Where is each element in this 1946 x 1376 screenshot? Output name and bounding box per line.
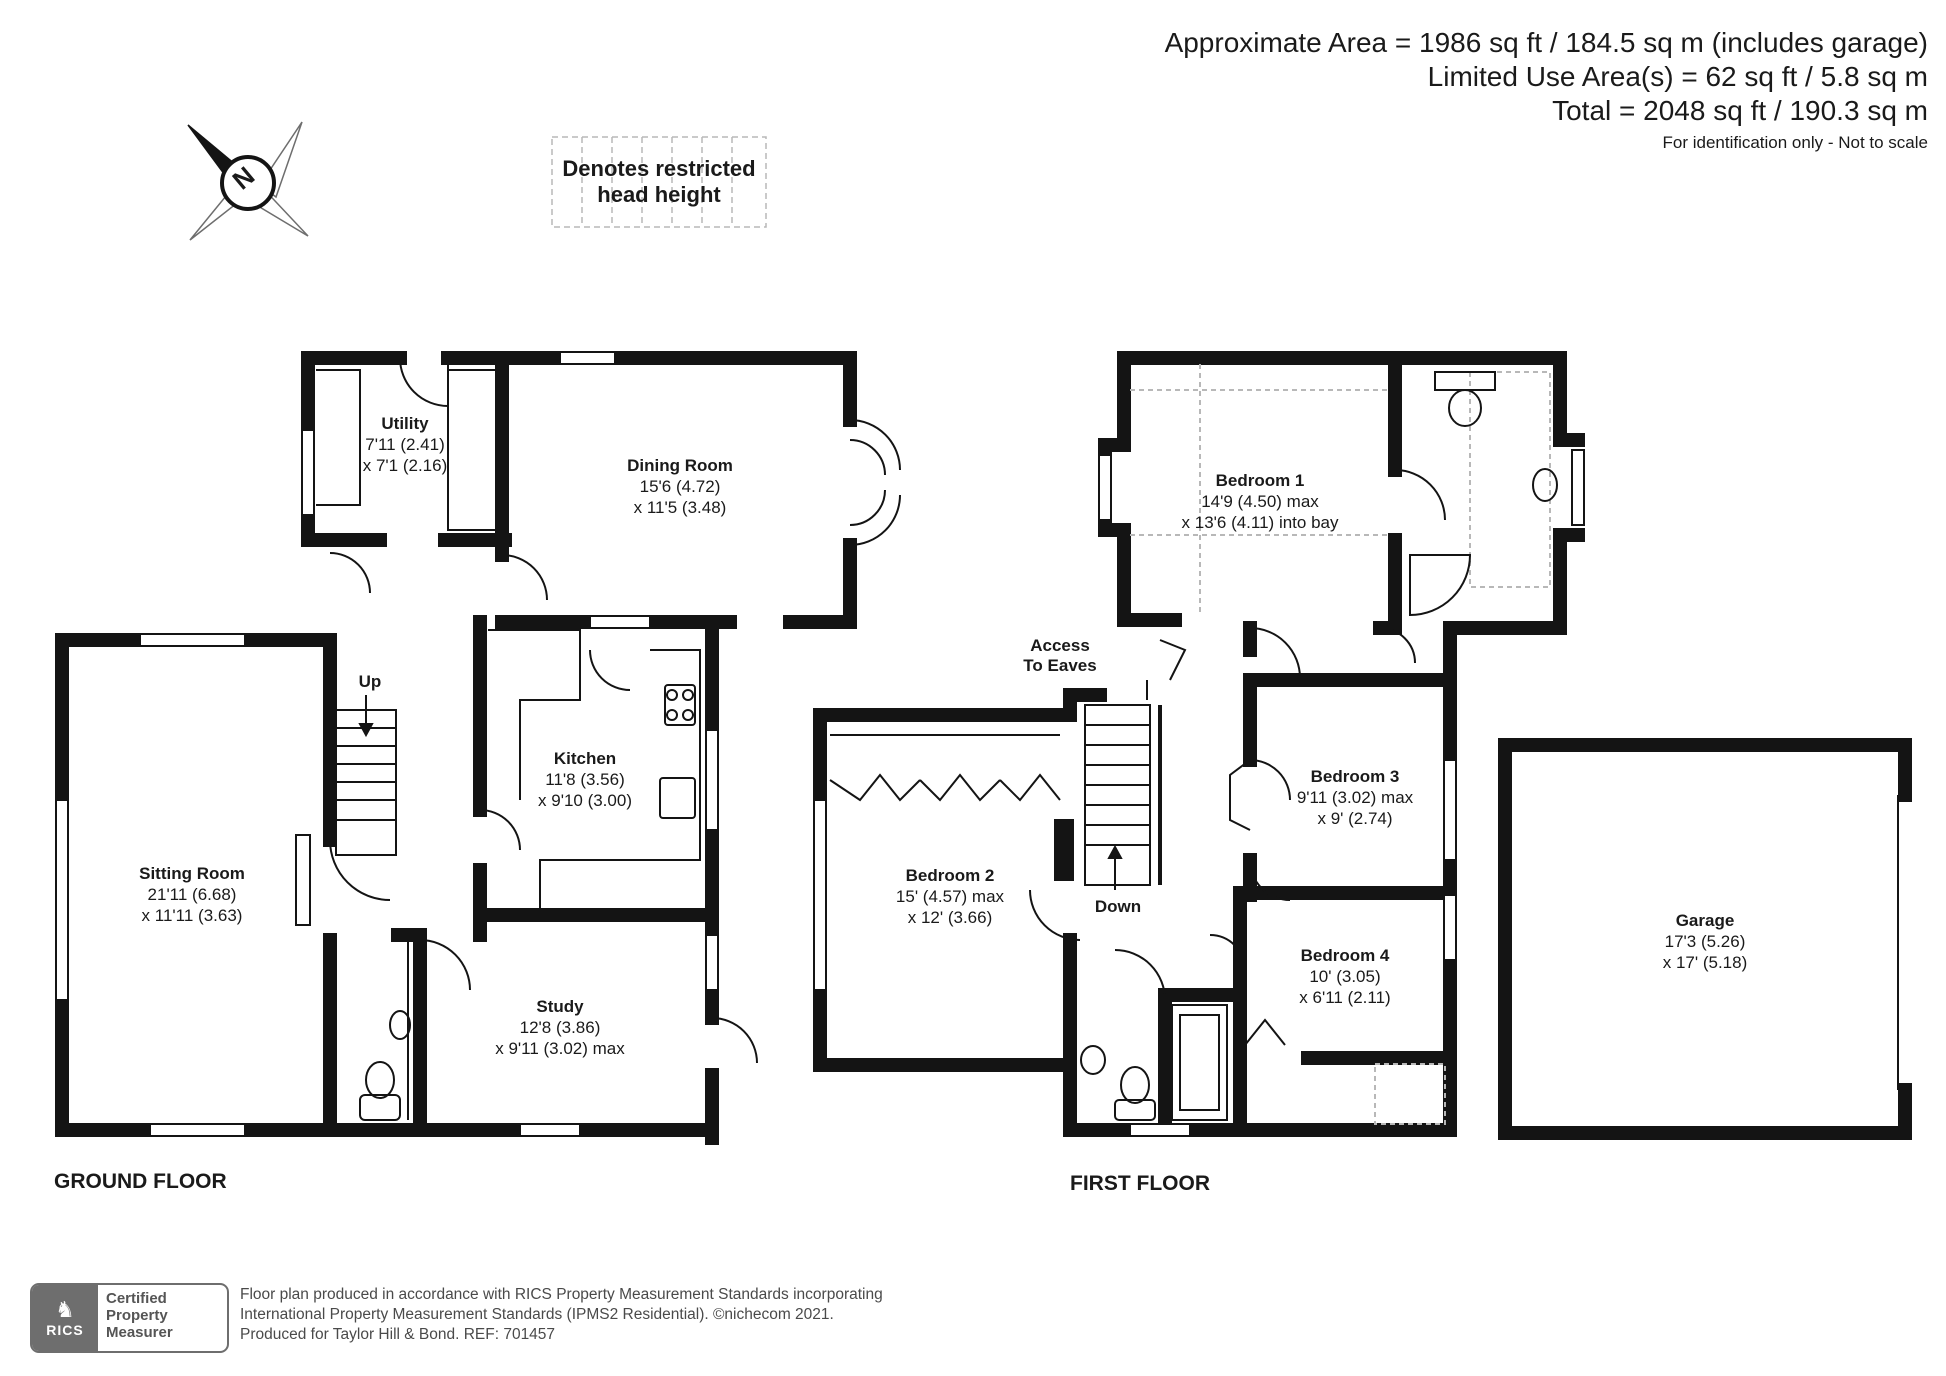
room-dim: x 7'1 (2.16)	[362, 456, 448, 475]
room-name: Bedroom 2	[905, 866, 995, 885]
room-name: Study	[536, 997, 584, 1016]
room-dim: 7'11 (2.41)	[365, 435, 445, 454]
footer-line1: Floor plan produced in accordance with R…	[240, 1286, 883, 1303]
room-dim: x 12' (3.66)	[907, 908, 993, 927]
rics-logo-text: RICS	[46, 1322, 84, 1338]
room-name: Sitting Room	[139, 864, 245, 883]
first-floor-details	[813, 364, 1585, 1137]
limited-use-area: Limited Use Area(s) = 62 sq ft / 5.8 sq …	[1427, 61, 1928, 92]
room-dim: x 9'11 (3.02) max	[495, 1039, 625, 1058]
room-dim: x 13'6 (4.11) into bay	[1181, 513, 1339, 532]
approx-area: Approximate Area = 1986 sq ft / 184.5 sq…	[1164, 27, 1928, 58]
room-dim: 11'8 (3.56)	[545, 770, 625, 789]
rics-logo: ♞ RICS	[32, 1285, 98, 1351]
access-to-eaves-label: Access To Eaves	[1015, 636, 1105, 676]
room-dim: x 11'11 (3.63)	[141, 906, 243, 925]
room-dim: 21'11 (6.68)	[147, 885, 237, 904]
room-name: Bedroom 3	[1310, 767, 1400, 786]
restricted-height-legend: Denotes restricted head height	[548, 156, 770, 208]
garage-walls	[1498, 738, 1912, 1140]
cert-line: Property	[106, 1307, 168, 1324]
footer-notice: Floor plan produced in accordance with R…	[240, 1285, 883, 1345]
room-name: Garage	[1675, 911, 1735, 930]
room-dim: x 11'5 (3.48)	[633, 498, 727, 517]
room-utility: Utility 7'11 (2.41) x 7'1 (2.16)	[355, 413, 455, 476]
room-dim: x 9'10 (3.00)	[538, 791, 632, 810]
footer-line2: International Property Measurement Stand…	[240, 1306, 834, 1323]
legend-line1: Denotes restricted	[562, 156, 756, 181]
room-sitting: Sitting Room 21'11 (6.68) x 11'11 (3.63)	[112, 863, 272, 926]
room-dim: 14'9 (4.50) max	[1201, 492, 1319, 511]
room-name: Bedroom 4	[1300, 946, 1390, 965]
room-dim: x 17' (5.18)	[1662, 953, 1748, 972]
room-name: Utility	[381, 414, 429, 433]
lion-icon: ♞	[55, 1297, 75, 1322]
room-dim: 9'11 (3.02) max	[1296, 788, 1414, 807]
room-garage: Garage 17'3 (5.26) x 17' (5.18)	[1630, 910, 1780, 973]
room-dim: 15'6 (4.72)	[639, 477, 721, 496]
room-dim: 12'8 (3.86)	[519, 1018, 601, 1037]
cert-line: Measurer	[106, 1324, 173, 1341]
area-summary: Approximate Area = 1986 sq ft / 184.5 sq…	[1165, 26, 1928, 158]
eaves-line2: To Eaves	[1023, 656, 1097, 675]
room-dim: x 9' (2.74)	[1317, 809, 1393, 828]
ground-floor-label: GROUND FLOOR	[54, 1170, 227, 1193]
room-bedroom3: Bedroom 3 9'11 (3.02) max x 9' (2.74)	[1275, 766, 1435, 829]
total-area: Total = 2048 sq ft / 190.3 sq m	[1552, 95, 1928, 126]
stairs-down-label: Down	[1094, 897, 1142, 916]
eaves-line1: Access	[1030, 636, 1090, 655]
room-name: Bedroom 1	[1215, 471, 1305, 490]
room-dim: 10' (3.05)	[1309, 967, 1381, 986]
stairs-up-label: Up	[358, 672, 382, 691]
legend-line2: head height	[597, 182, 721, 207]
ground-floor-details	[55, 351, 901, 1137]
room-bedroom4: Bedroom 4 10' (3.05) x 6'11 (2.11)	[1270, 945, 1420, 1008]
room-bedroom1: Bedroom 1 14'9 (4.50) max x 13'6 (4.11) …	[1160, 470, 1360, 533]
room-bedroom2: Bedroom 2 15' (4.57) max x 12' (3.66)	[870, 865, 1030, 928]
first-floor-label: FIRST FLOOR	[1070, 1172, 1210, 1195]
room-name: Dining Room	[627, 456, 733, 475]
room-dim: 15' (4.57) max	[895, 887, 1005, 906]
room-study: Study 12'8 (3.86) x 9'11 (3.02) max	[470, 996, 650, 1059]
cert-line: Certified	[106, 1290, 167, 1307]
rics-certified-badge: ♞ RICS Certified Property Measurer	[30, 1283, 229, 1353]
room-dim: x 6'11 (2.11)	[1299, 988, 1391, 1007]
room-dining: Dining Room 15'6 (4.72) x 11'5 (3.48)	[590, 455, 770, 518]
footer-line3: Produced for Taylor Hill & Bond. REF: 70…	[240, 1326, 556, 1343]
restricted-height-legend-box	[551, 136, 767, 228]
room-name: Kitchen	[553, 749, 617, 768]
room-dim: 17'3 (5.26)	[1664, 932, 1746, 951]
certified-property-measurer: Certified Property Measurer	[98, 1285, 181, 1351]
disclaimer: For identification only - Not to scale	[1662, 133, 1928, 152]
compass-icon	[187, 121, 309, 241]
room-kitchen: Kitchen 11'8 (3.56) x 9'10 (3.00)	[505, 748, 665, 811]
